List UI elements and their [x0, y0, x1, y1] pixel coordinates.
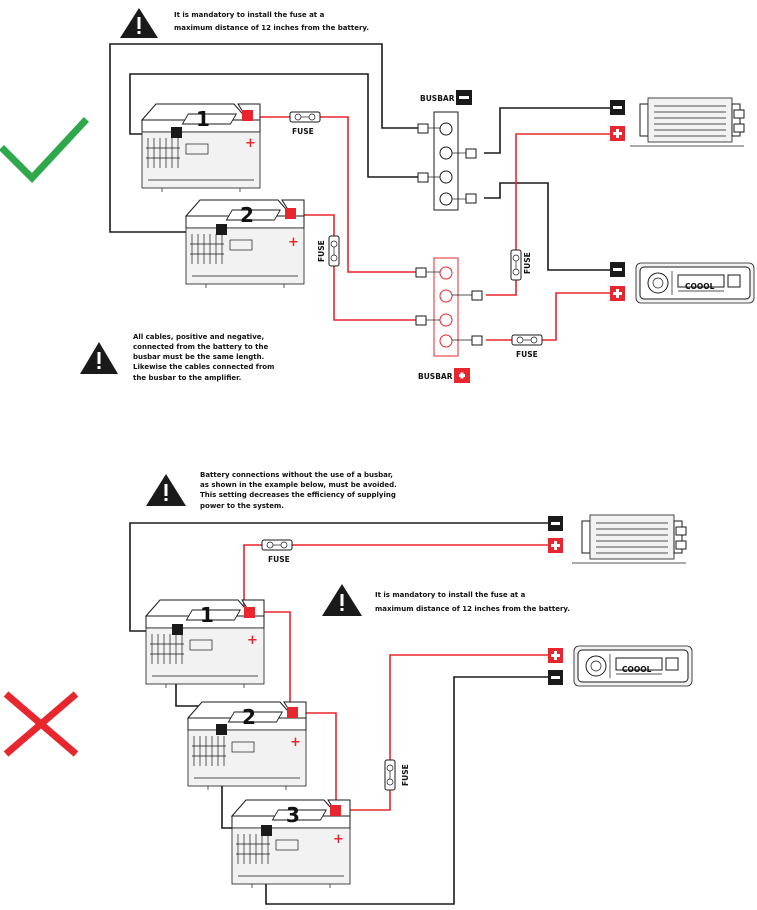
cables-note-line2: connected from the battery to the [133, 343, 268, 351]
fuse-label: FUSE [523, 252, 532, 274]
radio-display: COOOL [622, 665, 652, 674]
plus-icon: + [245, 136, 256, 151]
no-busbar-note-line4: power to the system. [200, 502, 284, 510]
busbar-positive [415, 257, 483, 357]
car-radio-bottom: COOOL [548, 645, 693, 687]
plus-icon: + [288, 235, 299, 250]
plus-icon [454, 368, 470, 383]
warning-triangle-icon [146, 474, 186, 506]
svg-text:3: 3 [286, 803, 300, 827]
busbar-negative [417, 111, 477, 211]
positive-terminal [330, 805, 341, 816]
fuse-label: FUSE [268, 555, 290, 564]
fuse-distance-note-line1: It is mandatory to install the fuse at a [375, 591, 526, 599]
negative-terminal [172, 624, 183, 635]
svg-text:1: 1 [196, 107, 210, 131]
busbar-negative-label: BUSBAR [420, 94, 455, 103]
warning-triangle-icon [80, 342, 118, 374]
battery-top-2: 2 + [185, 199, 305, 289]
amplifier-top [610, 97, 745, 147]
fuse-bottom-radio [384, 759, 396, 791]
cross-mark-icon [3, 691, 79, 757]
fuse-battery2 [328, 235, 340, 267]
no-busbar-note-line1: Battery connections without the use of a… [200, 471, 393, 479]
radio-display: COOOL [685, 282, 715, 291]
negative-wires-top [109, 43, 610, 271]
plus-icon: + [247, 633, 258, 648]
fuse-bottom-top [261, 539, 293, 551]
positive-terminal [285, 208, 296, 219]
positive-wires-bottom [243, 544, 548, 811]
positive-wires-top [252, 116, 610, 341]
cables-note-line4: Likewise the cables connected from [133, 363, 274, 371]
amplifier-bottom [548, 514, 687, 564]
no-busbar-note-line2: as shown in the example below, must be a… [200, 481, 397, 489]
fuse-distance-note-line1: It is mandatory to install the fuse at a [174, 11, 325, 19]
negative-terminal [261, 825, 272, 836]
svg-text:1: 1 [200, 603, 214, 627]
check-mark-icon [0, 117, 89, 184]
battery-top-1: 1 + [141, 103, 261, 193]
negative-terminal [171, 127, 182, 138]
fuse-amp [510, 249, 522, 281]
no-busbar-note-line3: This setting decreases the efficiency of… [200, 491, 396, 499]
fuse-battery1 [289, 111, 321, 123]
fuse-label: FUSE [292, 127, 314, 136]
busbar-positive-label: BUSBAR [418, 372, 453, 381]
negative-terminal [216, 224, 227, 235]
fuse-radio [511, 334, 543, 346]
positive-terminal [244, 607, 255, 618]
fuse-distance-note-line2: maximum distance of 12 inches from the b… [174, 24, 369, 32]
warning-triangle-icon [322, 584, 362, 616]
battery-bottom-2: 2 + [187, 701, 307, 791]
fuse-label: FUSE [401, 764, 410, 786]
plus-icon: + [290, 735, 301, 750]
minus-icon [456, 90, 472, 105]
positive-terminal [287, 707, 298, 718]
fuse-label: FUSE [317, 240, 326, 262]
svg-text:2: 2 [242, 705, 256, 729]
negative-terminal [216, 724, 227, 735]
cables-note-line3: busbar must be the same length. [133, 353, 264, 361]
fuse-label: FUSE [516, 350, 538, 359]
car-radio-top: COOOL [610, 262, 755, 304]
plus-icon: + [333, 832, 344, 847]
cables-note-line5: the busbar to the amplifier. [133, 374, 241, 382]
positive-terminal [242, 110, 253, 121]
warning-triangle-icon [120, 8, 158, 38]
battery-bottom-3: 3 + [231, 799, 351, 889]
svg-text:2: 2 [240, 203, 254, 227]
cables-note-line1: All cables, positive and negative, [133, 333, 264, 341]
fuse-distance-note-line2: maximum distance of 12 inches from the b… [375, 605, 570, 613]
battery-bottom-1: 1 + [145, 599, 265, 689]
